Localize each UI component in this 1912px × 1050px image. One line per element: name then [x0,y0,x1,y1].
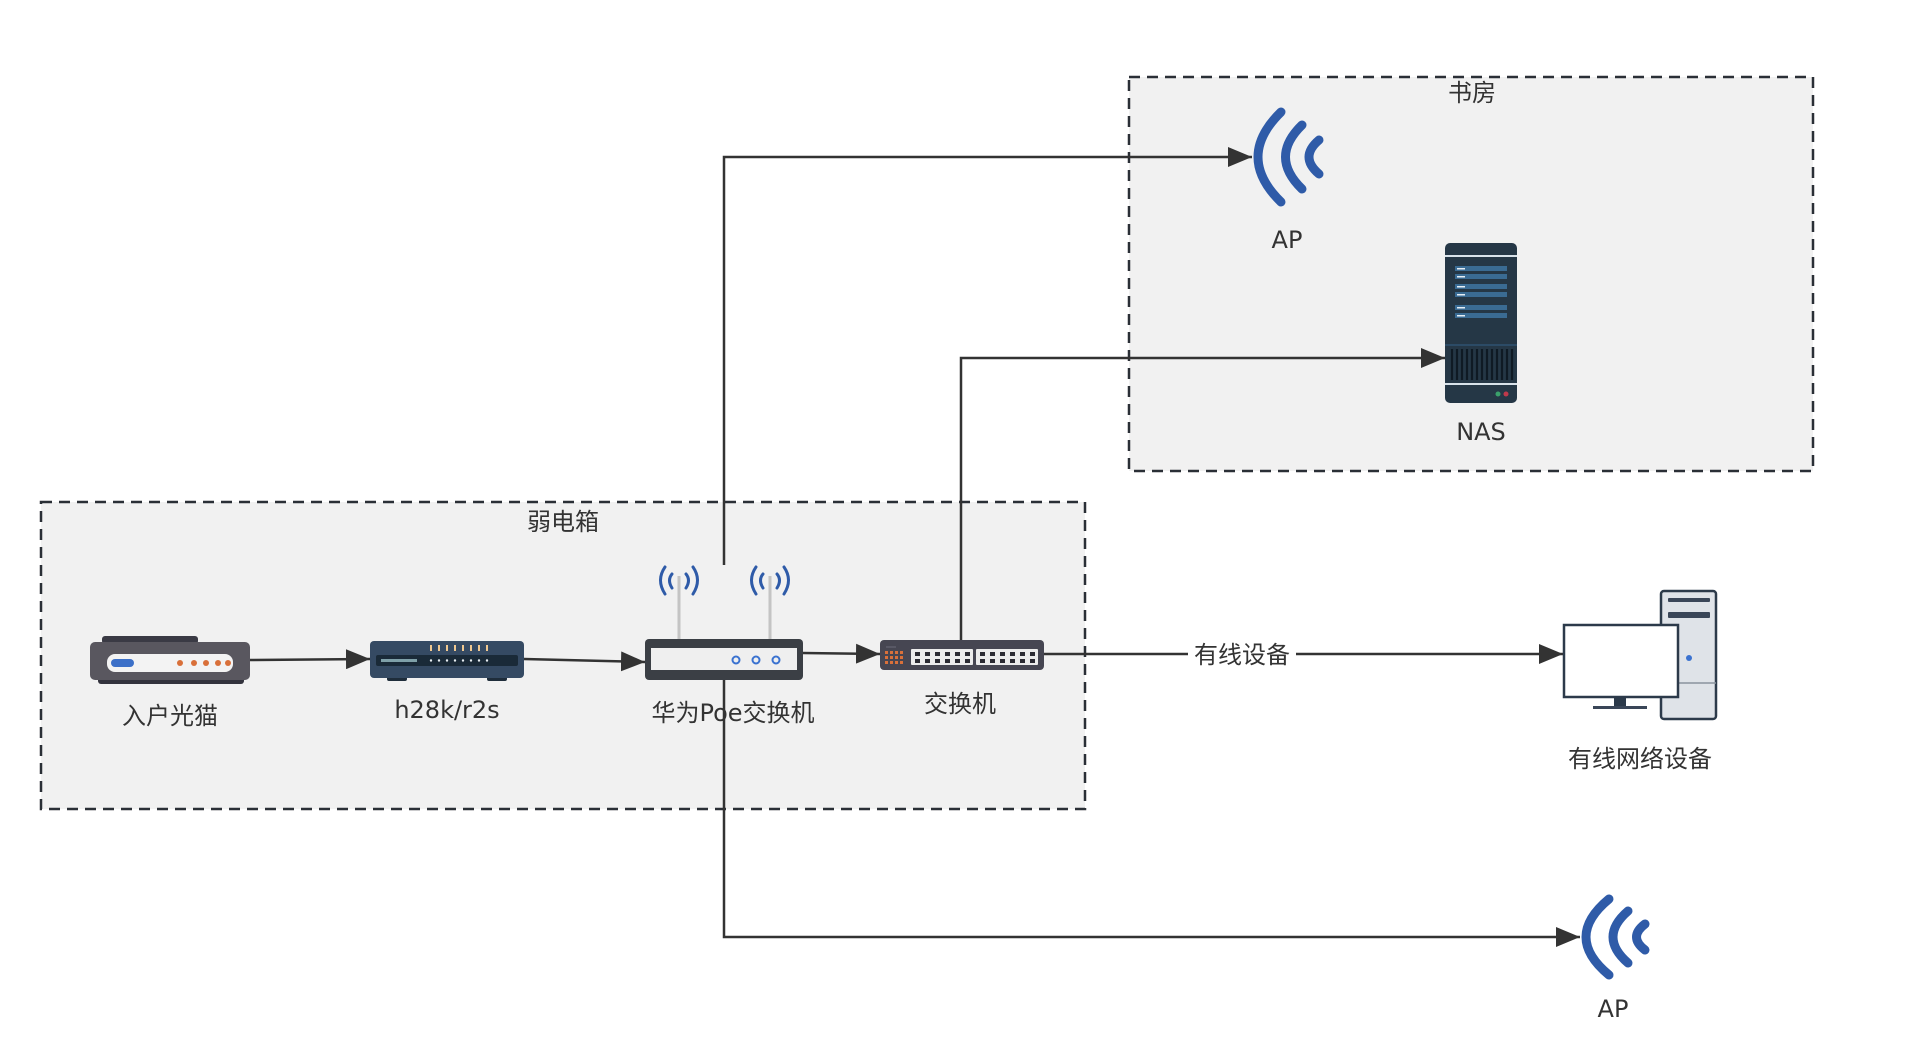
edge-poe-switch-ap-study[interactable] [722,147,1252,565]
fiber-modem-icon [90,636,250,684]
wifi-ap-icon [1253,107,1324,207]
group-label-weak-current-box: 弱电箱 [527,508,599,536]
device-label-modem: 入户光猫 [122,702,218,730]
device-label-poe-switch: 华为Poe交换机 [651,699,814,727]
device-router[interactable]: h28k/r2s [370,641,524,724]
edge-label-bg [1188,640,1296,668]
device-ap-study[interactable]: AP [1253,107,1324,254]
device-label-switch: 交换机 [924,690,996,718]
edge-router-poe-switch[interactable] [523,651,646,672]
device-poe-switch[interactable]: 华为Poe交换机 [645,565,815,727]
desktop-computer-icon [1562,589,1718,721]
device-switch[interactable]: 交换机 [880,640,1044,718]
device-label-wired-devices: 有线网络设备 [1568,745,1712,773]
device-label-nas: NAS [1456,418,1506,446]
router-icon [370,641,524,681]
group-label-study: 书房 [1448,79,1496,107]
device-ap-bottom[interactable]: AP [1581,894,1650,1023]
wifi-ap-icon [1581,894,1650,980]
edges [249,147,1580,947]
device-modem[interactable]: 入户光猫 [90,636,250,730]
network-switch-icon [880,640,1044,670]
device-label-ap-study: AP [1272,226,1303,254]
edge-modem-router[interactable] [249,649,371,670]
edge-label-wired: 有线设备 [1194,641,1290,669]
edge-poe-switch-ap-bottom[interactable] [722,680,1580,947]
edge-switch-nas[interactable] [959,348,1445,640]
device-nas[interactable]: NAS [1445,243,1517,446]
server-icon [1445,243,1517,403]
device-label-ap-bottom: AP [1598,995,1629,1023]
edge-poe-switch-switch[interactable] [802,643,881,664]
device-wired-devices[interactable]: 有线网络设备 [1562,589,1718,773]
wireless-router-icon [645,565,803,680]
device-label-router: h28k/r2s [394,696,499,724]
